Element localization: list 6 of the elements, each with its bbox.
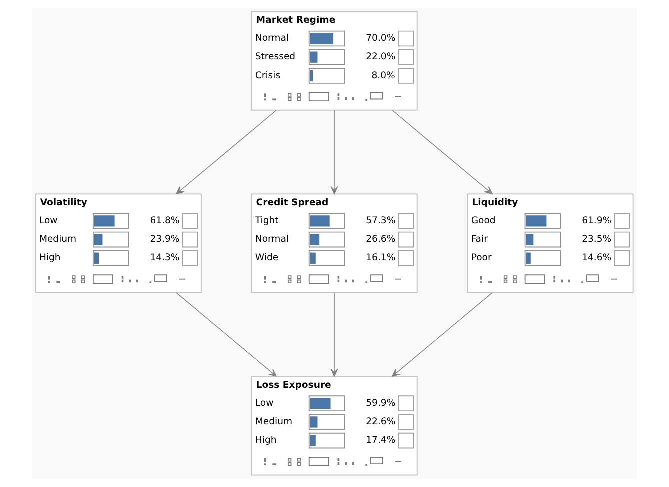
arrow	[176, 110, 277, 195]
arrow	[330, 110, 338, 195]
arrow	[176, 292, 277, 377]
arrow	[392, 110, 493, 195]
arrow	[330, 292, 338, 377]
arrow	[392, 292, 493, 377]
